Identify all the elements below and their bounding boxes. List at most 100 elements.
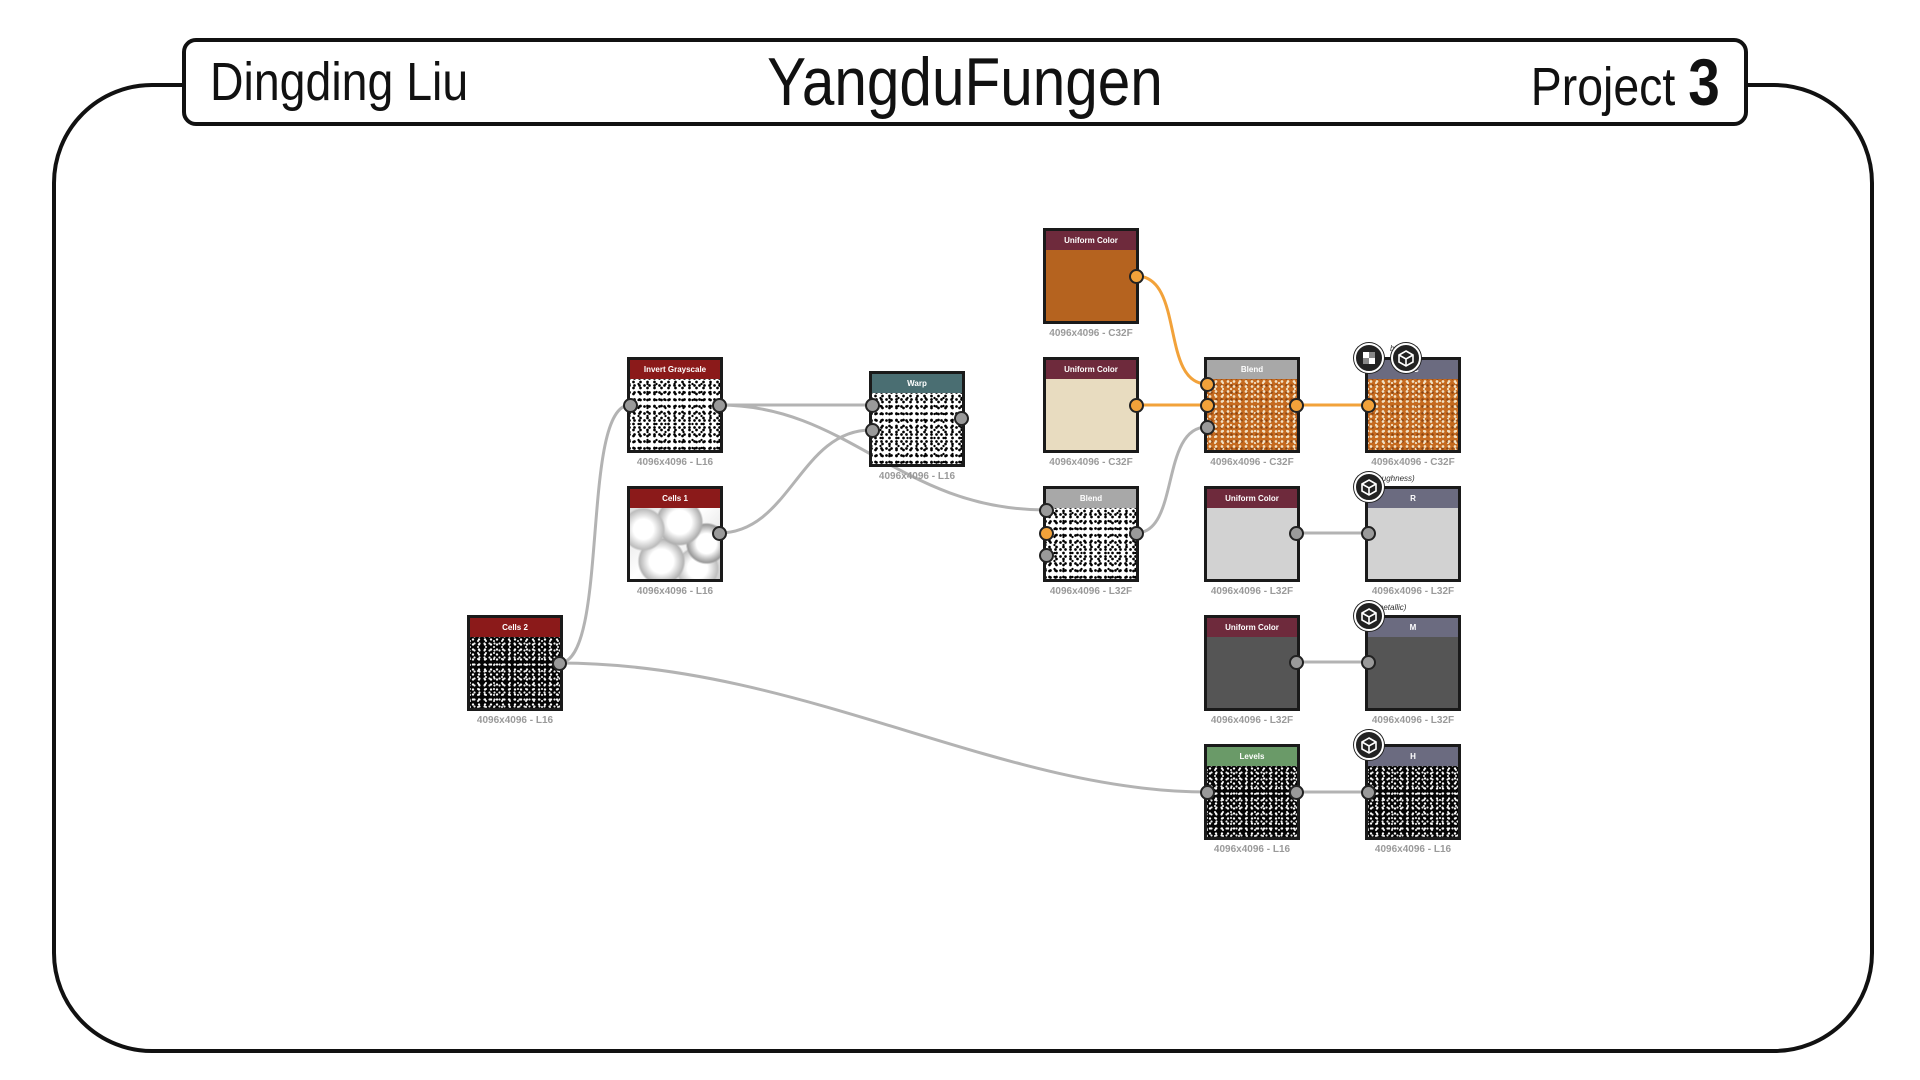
node-thumbnail <box>1046 379 1136 450</box>
title-bar: Dingding Liu YangduFungen Project 3 <box>182 38 1748 126</box>
node-output-height[interactable]: H 4096x4096 - L16 <box>1365 744 1461 855</box>
node-uniform-color-brown[interactable]: Uniform Color 4096x4096 - C32F <box>1043 228 1139 339</box>
port-blendcolor-in-2[interactable] <box>1200 398 1215 413</box>
port-blendcolor-out[interactable] <box>1289 398 1304 413</box>
output-cube-icon[interactable] <box>1354 730 1384 760</box>
output-caption: (metallic) <box>1374 603 1407 612</box>
link-blendgray-blendcolor <box>1134 425 1209 535</box>
node-title: M <box>1368 618 1458 637</box>
canvas-frame <box>52 83 1874 1053</box>
node-warp[interactable]: Warp 4096x4096 - L16 <box>869 371 965 482</box>
project-label: Project 3 <box>1531 42 1720 127</box>
node-thumbnail <box>1207 379 1297 450</box>
link-cells2-levels <box>557 661 1209 794</box>
port-levels-in[interactable] <box>1200 785 1215 800</box>
port-invert-out[interactable] <box>712 398 727 413</box>
node-title: Blend <box>1207 360 1297 379</box>
link-cells1-warp <box>717 428 873 535</box>
port-uniformcream-out[interactable] <box>1129 398 1144 413</box>
project-number: 3 <box>1688 45 1720 119</box>
output-caption: (roughness) <box>1372 474 1415 483</box>
project-label-text: Project <box>1530 57 1676 117</box>
port-invert-in[interactable] <box>623 398 638 413</box>
port-blendcolor-in-1[interactable] <box>1200 377 1215 392</box>
node-title: Cells 2 <box>470 618 560 637</box>
node-resolution: 4096x4096 - C32F <box>1210 457 1294 468</box>
node-resolution: 4096x4096 - L16 <box>878 471 956 482</box>
port-cells1-out[interactable] <box>712 526 727 541</box>
node-title: Uniform Color <box>1046 231 1136 250</box>
node-resolution: 4096x4096 - L16 <box>1213 844 1291 855</box>
output-cube-icon[interactable] <box>1354 472 1384 502</box>
port-blendgray-in-1[interactable] <box>1039 503 1054 518</box>
port-metallic-in[interactable] <box>1361 655 1376 670</box>
node-resolution: 4096x4096 - L32F <box>1371 715 1455 726</box>
port-uniformbrown-out[interactable] <box>1129 269 1144 284</box>
node-levels[interactable]: Levels 4096x4096 - L16 <box>1204 744 1300 855</box>
node-blend-grayscale[interactable]: Blend 4096x4096 - L32F <box>1043 486 1139 597</box>
node-resolution: 4096x4096 - L32F <box>1371 586 1455 597</box>
port-warp-out[interactable] <box>954 411 969 426</box>
node-title: R <box>1368 489 1458 508</box>
node-thumbnail <box>1207 637 1297 708</box>
port-roughness-in[interactable] <box>1361 526 1376 541</box>
node-title: H <box>1368 747 1458 766</box>
node-output-basecolor[interactable]: BC 4096x4096 - C32F <box>1365 357 1461 468</box>
node-uniform-color-dark[interactable]: Uniform Color 4096x4096 - L32F <box>1204 615 1300 726</box>
node-thumbnail <box>1368 508 1458 579</box>
output-cube-icon[interactable] <box>1354 601 1384 631</box>
node-thumbnail <box>1368 766 1458 837</box>
node-blend-color[interactable]: Blend 4096x4096 - C32F <box>1204 357 1300 468</box>
node-title: Cells 1 <box>630 489 720 508</box>
port-basecolor-in[interactable] <box>1361 398 1376 413</box>
port-uniformlight-out[interactable] <box>1289 526 1304 541</box>
port-uniformdark-out[interactable] <box>1289 655 1304 670</box>
port-blendcolor-in-3[interactable] <box>1200 420 1215 435</box>
node-resolution: 4096x4096 - L16 <box>1374 844 1452 855</box>
node-resolution: 4096x4096 - L32F <box>1210 586 1294 597</box>
node-uniform-color-light[interactable]: Uniform Color 4096x4096 - L32F <box>1204 486 1300 597</box>
author-name: Dingding Liu <box>210 52 469 112</box>
node-title: Uniform Color <box>1207 489 1297 508</box>
node-invert-grayscale[interactable]: Invert Grayscale 4096x4096 - L16 <box>627 357 723 468</box>
node-resolution: 4096x4096 - L16 <box>636 586 714 597</box>
node-thumbnail <box>630 379 720 450</box>
node-output-roughness[interactable]: R 4096x4096 - L32F <box>1365 486 1461 597</box>
pbr-checker-icon[interactable] <box>1354 343 1384 373</box>
port-blendgray-in-3[interactable] <box>1039 548 1054 563</box>
node-thumbnail <box>1207 508 1297 579</box>
node-resolution: 4096x4096 - L16 <box>476 715 554 726</box>
node-title: Uniform Color <box>1046 360 1136 379</box>
node-resolution: 4096x4096 - C32F <box>1371 457 1455 468</box>
node-title: Levels <box>1207 747 1297 766</box>
node-thumbnail <box>1046 250 1136 321</box>
link-cells2-invert <box>557 403 632 665</box>
node-output-metallic[interactable]: M 4096x4096 - L32F <box>1365 615 1461 726</box>
port-warp-in-1[interactable] <box>865 398 880 413</box>
app-title: YangduFungen <box>767 44 1163 120</box>
port-height-in[interactable] <box>1361 785 1376 800</box>
node-thumbnail <box>470 637 560 708</box>
node-thumbnail <box>872 393 962 464</box>
node-resolution: 4096x4096 - C32F <box>1049 328 1133 339</box>
node-uniform-color-cream[interactable]: Uniform Color 4096x4096 - C32F <box>1043 357 1139 468</box>
node-resolution: 4096x4096 - L16 <box>636 457 714 468</box>
node-resolution: 4096x4096 - L32F <box>1210 715 1294 726</box>
port-cells2-out[interactable] <box>552 656 567 671</box>
port-warp-in-2[interactable] <box>865 423 880 438</box>
port-blendgray-out[interactable] <box>1129 526 1144 541</box>
node-thumbnail <box>1368 637 1458 708</box>
port-blendgray-in-2[interactable] <box>1039 526 1054 541</box>
node-thumbnail <box>1368 379 1458 450</box>
port-levels-out[interactable] <box>1289 785 1304 800</box>
node-title: Warp <box>872 374 962 393</box>
node-cells-2[interactable]: Cells 2 4096x4096 - L16 <box>467 615 563 726</box>
node-title: Uniform Color <box>1207 618 1297 637</box>
output-cube-icon[interactable] <box>1391 343 1421 373</box>
node-thumbnail <box>1046 508 1136 579</box>
node-resolution: 4096x4096 - L32F <box>1049 586 1133 597</box>
node-resolution: 4096x4096 - C32F <box>1049 457 1133 468</box>
node-cells-1[interactable]: Cells 1 4096x4096 - L16 <box>627 486 723 597</box>
